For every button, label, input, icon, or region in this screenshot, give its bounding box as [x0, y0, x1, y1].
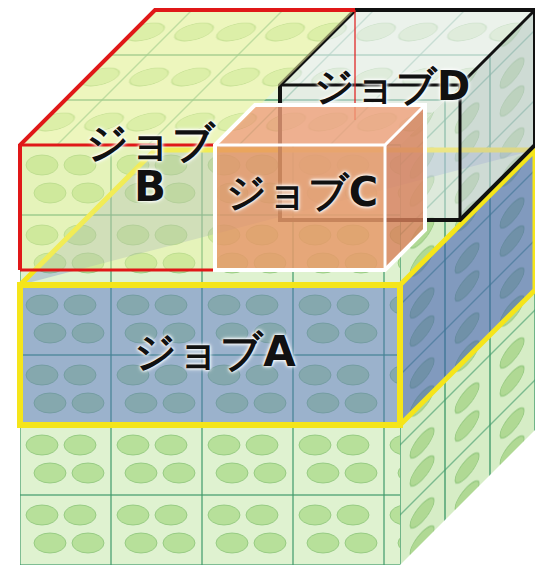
job-c-outline: [215, 105, 425, 145]
job-c-outline: [384, 145, 387, 270]
job-c-side: [385, 105, 425, 270]
job-label: ジョブ B: [75, 121, 225, 209]
job-region: ジョブD: [314, 65, 470, 107]
job-region: ジョブ B: [75, 121, 225, 209]
job-label: ジョブC: [226, 171, 378, 213]
job-region: ジョブC: [226, 171, 378, 213]
job-a-front: [20, 285, 400, 425]
job-a-outline: [20, 285, 400, 425]
job-label: ジョブA: [134, 330, 296, 374]
job-d-side: [460, 10, 535, 220]
job-c-outline: [215, 105, 425, 270]
job-c-front: [215, 145, 385, 270]
job-label: ジョブD: [314, 65, 470, 107]
job-b-outline: [20, 269, 220, 272]
cube-front-face: [20, 145, 400, 565]
job-region: ジョブA: [134, 330, 296, 374]
